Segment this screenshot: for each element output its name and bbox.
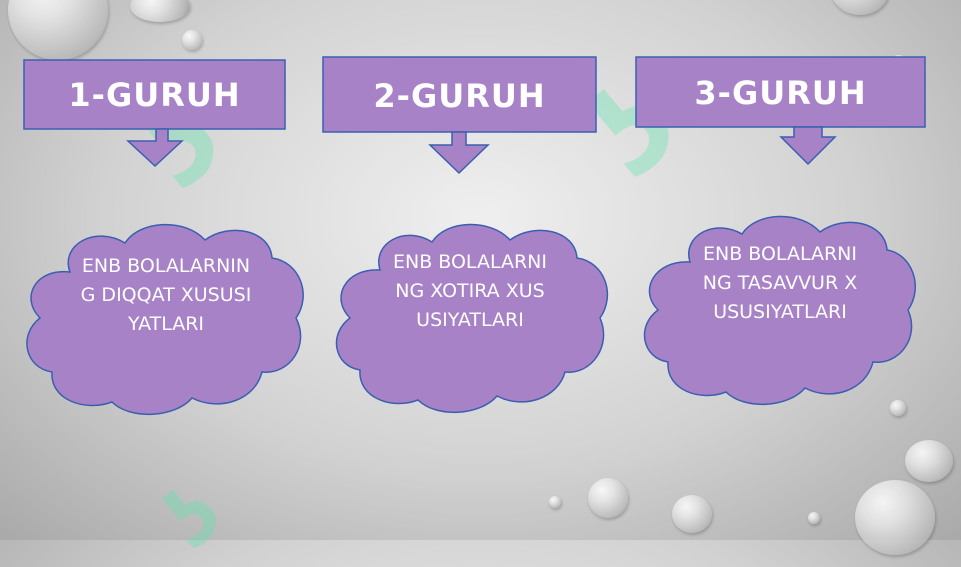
group-2-cloud <box>335 223 609 413</box>
group-3-down-arrow <box>779 126 837 166</box>
group-3-cloud <box>643 215 916 405</box>
water-drop <box>672 495 712 533</box>
group-2-cloud-text: ENB BOLALARNING XOTIRA XUSUSIYATLARI <box>392 251 547 331</box>
group-1-shapes <box>23 59 304 415</box>
water-drop <box>905 440 953 482</box>
water-drop <box>130 0 190 22</box>
water-drop <box>182 30 202 50</box>
group-2-title: 2-GURUH <box>373 77 546 115</box>
group-3-shapes <box>635 56 926 405</box>
water-drop <box>549 496 561 508</box>
group-1-title: 1-GURUH <box>68 76 241 114</box>
group-3-title-box <box>635 56 926 128</box>
group-1-cloud-text: ENB BOLALARNING DIQQAT XUSUSIYATLARI <box>80 255 252 335</box>
group-3-cloud-text: ENB BOLALARNING TASAVVUR XUSUSIYATLARI <box>702 243 858 323</box>
group-1-cloud <box>26 223 304 415</box>
group-2-title-box <box>322 56 597 133</box>
group-1-down-arrow <box>126 128 184 168</box>
water-drop <box>890 400 906 416</box>
group-2-down-arrow <box>428 131 490 175</box>
water-drop <box>588 478 628 518</box>
water-drop <box>808 512 820 524</box>
group-2-shapes <box>322 56 609 413</box>
group-3-title: 3-GURUH <box>694 74 867 112</box>
group-1-title-box <box>23 59 286 130</box>
water-drop <box>830 0 890 15</box>
